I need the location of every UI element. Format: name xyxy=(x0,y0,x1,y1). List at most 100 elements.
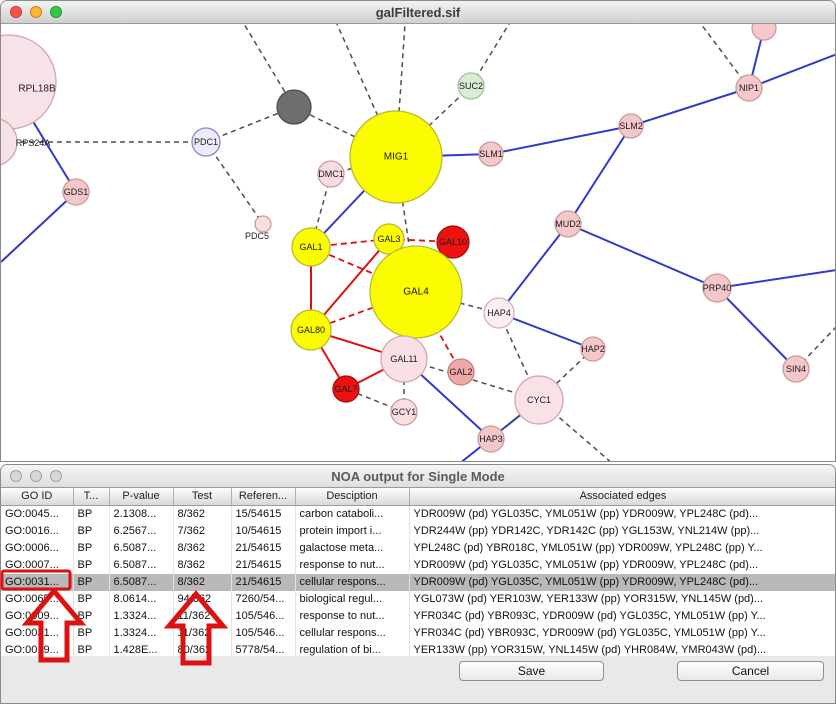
window-controls xyxy=(10,470,62,482)
network-node-MIG1[interactable] xyxy=(349,110,443,204)
node-label: GAL7 xyxy=(334,384,357,394)
network-node-SLM1[interactable] xyxy=(478,141,504,167)
node-label: GAL1 xyxy=(299,242,322,252)
minimize-button-icon[interactable] xyxy=(30,470,42,482)
network-node-PRP40[interactable] xyxy=(702,273,732,303)
close-button-icon[interactable] xyxy=(10,470,22,482)
column-header-3[interactable]: P-value xyxy=(109,488,174,506)
network-edge[interactable] xyxy=(716,269,836,289)
network-edge[interactable] xyxy=(538,399,613,462)
network-node-unlabeled[interactable] xyxy=(751,15,777,41)
network-node-RPS24A[interactable] xyxy=(1,118,18,166)
node-label: GAL80 xyxy=(297,325,325,335)
network-edge[interactable] xyxy=(748,53,836,89)
network-node-SIN4[interactable] xyxy=(782,355,810,383)
table-cell: 6.5087... xyxy=(109,573,174,591)
network-edge[interactable] xyxy=(630,87,750,127)
column-header-1[interactable]: GO ID xyxy=(1,488,74,506)
table-cell: 1.3324... xyxy=(109,624,174,642)
network-node-NIP1[interactable] xyxy=(735,74,763,102)
network-node-GAL2[interactable] xyxy=(447,358,475,386)
network-node-PDC1[interactable] xyxy=(191,127,221,157)
table-cell: GO:0007... xyxy=(1,556,74,574)
network-node-GDS1[interactable] xyxy=(62,178,90,206)
network-node-MUD2[interactable] xyxy=(554,210,582,238)
network-node-SLM2[interactable] xyxy=(618,113,644,139)
network-edge[interactable] xyxy=(716,287,797,370)
zoom-button-icon[interactable] xyxy=(50,6,62,18)
table-cell: response to nut... xyxy=(295,556,410,574)
network-node-HAP4[interactable] xyxy=(483,297,515,329)
network-edge[interactable] xyxy=(498,312,540,401)
network-node-HAP3[interactable] xyxy=(477,425,505,453)
network-node-HAP2[interactable] xyxy=(580,336,606,362)
minimize-button-icon[interactable] xyxy=(30,6,42,18)
table-cell: YGL073W (pd) YER103W, YER133W (pp) YOR31… xyxy=(409,590,835,608)
network-node-RPL18B[interactable] xyxy=(1,34,57,130)
network-node-unlabeled[interactable] xyxy=(276,89,312,125)
column-header-7[interactable]: Associated edges xyxy=(409,488,835,506)
network-edge[interactable] xyxy=(567,223,718,289)
table-cell: YPL248C (pd) YBR018C, YML051W (pp) YDR00… xyxy=(409,539,835,557)
node-label: GAL11 xyxy=(390,354,417,364)
close-button-icon[interactable] xyxy=(10,6,22,18)
column-header-2[interactable]: T... xyxy=(73,488,110,506)
network-edge[interactable] xyxy=(498,312,594,350)
table-cell: BP xyxy=(73,522,110,540)
network-node-GAL10[interactable] xyxy=(436,225,470,259)
node-label: SLM2 xyxy=(619,121,643,131)
network-node-GAL7[interactable] xyxy=(332,375,360,403)
network-edge[interactable] xyxy=(1,191,77,263)
network-node-SUC2[interactable] xyxy=(457,72,485,100)
table-cell: YDR009W (pd) YGL035C, YML051W (pp) YDR00… xyxy=(409,573,835,591)
column-header-5[interactable]: Referen... xyxy=(231,488,296,506)
node-label: HAP2 xyxy=(581,344,605,354)
network-node-GAL1[interactable] xyxy=(291,227,331,267)
zoom-button-icon[interactable] xyxy=(50,470,62,482)
network-edge[interactable] xyxy=(243,23,295,108)
node-label: CYC1 xyxy=(527,395,551,405)
network-edge[interactable] xyxy=(205,141,264,225)
network-window-titlebar[interactable]: galFiltered.sif xyxy=(1,1,835,24)
table-cell: BP xyxy=(73,607,110,625)
network-node-GAL4[interactable] xyxy=(369,245,463,339)
network-node-GAL11[interactable] xyxy=(380,335,428,383)
network-edge[interactable] xyxy=(567,125,632,225)
node-label: GCY1 xyxy=(392,407,417,417)
save-button[interactable]: Save xyxy=(459,661,604,681)
network-node-CYC1[interactable] xyxy=(514,375,564,425)
network-edge[interactable] xyxy=(205,106,295,143)
table-cell: YFR034C (pd) YBR093C, YDR009W (pd) YGL03… xyxy=(409,624,835,642)
network-edge[interactable] xyxy=(490,125,632,155)
window-controls xyxy=(10,6,62,18)
table-cell: 8/362 xyxy=(173,556,232,574)
network-edge[interactable] xyxy=(336,23,397,158)
network-node-GAL80[interactable] xyxy=(290,309,332,351)
network-node-GCY1[interactable] xyxy=(390,398,418,426)
noa-window-titlebar[interactable]: NOA output for Single Mode xyxy=(1,465,835,488)
network-node-PDC5[interactable] xyxy=(254,215,272,233)
table-cell: BP xyxy=(73,505,110,523)
table-cell: GO:0045... xyxy=(1,505,74,523)
column-header-4[interactable]: Test xyxy=(173,488,232,506)
table-cell: YFR034C (pd) YBR093C, YDR009W (pd) YGL03… xyxy=(409,607,835,625)
cancel-button[interactable]: Cancel xyxy=(677,661,824,681)
column-header-6[interactable]: Desciption xyxy=(295,488,410,506)
network-edge[interactable] xyxy=(498,223,569,314)
table-cell: BP xyxy=(73,539,110,557)
network-node-DMC1[interactable] xyxy=(317,160,345,188)
